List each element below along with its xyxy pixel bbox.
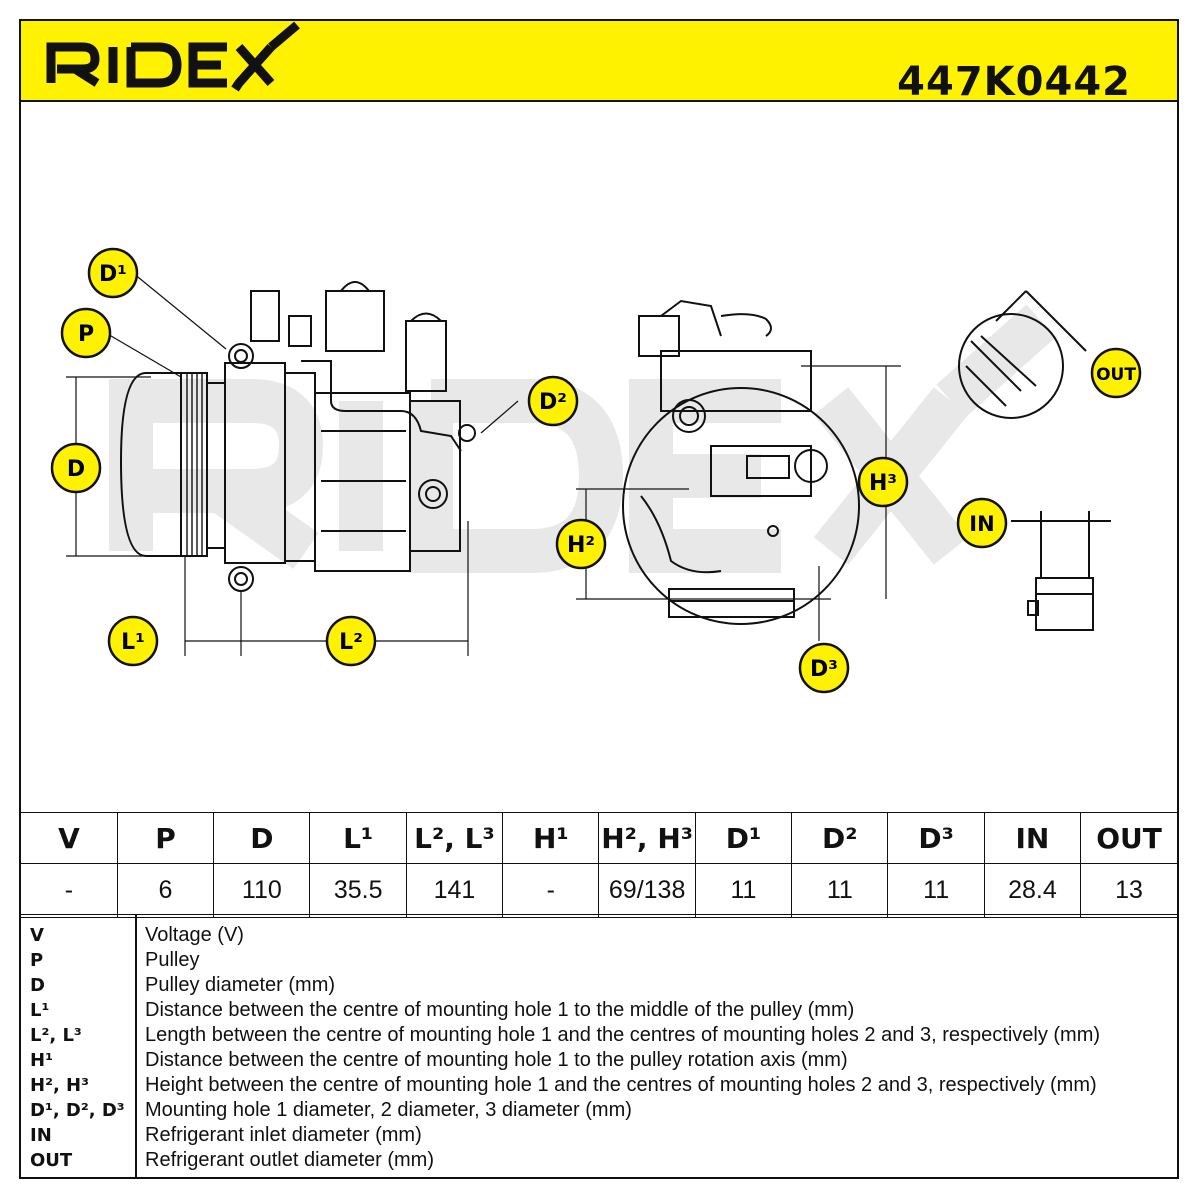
legend-text: Refrigerant outlet diameter (mm) bbox=[145, 1149, 434, 1171]
badge-h3: H³ bbox=[857, 456, 909, 508]
legend-text: Pulley bbox=[145, 949, 200, 971]
badge-h2: H² bbox=[555, 518, 607, 570]
part-number: 447K0442 bbox=[897, 59, 1131, 105]
outlet-detail bbox=[958, 290, 1087, 419]
spec-value: 141 bbox=[405, 863, 504, 918]
spec-value: 11 bbox=[887, 863, 985, 918]
compressor-drawing: D¹ P D L¹ L² D² H² H³ D³ OUT IN bbox=[50, 247, 1142, 694]
legend-text: Voltage (V) bbox=[145, 924, 244, 946]
legend: V Voltage (V) P Pulley D Pulley diameter… bbox=[21, 914, 1177, 1178]
badge-in: IN bbox=[956, 497, 1008, 549]
legend-text: Distance between the centre of mounting … bbox=[145, 999, 855, 1021]
legend-text: Length between the centre of mounting ho… bbox=[145, 1024, 1101, 1046]
spec-table: V P D L¹ L², L³ H¹ H², H³ D¹ D² D³ IN OU… bbox=[21, 812, 1177, 918]
spec-value: 11 bbox=[694, 863, 793, 918]
spec-header: V bbox=[21, 812, 118, 864]
spec-value: 6 bbox=[116, 863, 215, 918]
badge-d3: D³ bbox=[798, 642, 850, 694]
legend-text: Distance between the centre of mounting … bbox=[145, 1049, 848, 1071]
legend-text: Height between the centre of mounting ho… bbox=[145, 1074, 1097, 1096]
spec-header: D³ bbox=[887, 812, 985, 864]
badge-p-label: P bbox=[78, 322, 94, 347]
legend-text: Mounting hole 1 diameter, 2 diameter, 3 … bbox=[145, 1099, 632, 1121]
page-frame bbox=[19, 19, 1179, 1179]
badge-d: D bbox=[50, 442, 102, 494]
badge-d3-label: D³ bbox=[810, 657, 838, 682]
spec-value: 13 bbox=[1080, 863, 1177, 918]
spec-value: 69/138 bbox=[598, 863, 696, 918]
spec-value: 110 bbox=[213, 863, 311, 918]
badge-l1: L¹ bbox=[107, 615, 159, 667]
badge-p: P bbox=[60, 307, 112, 359]
badge-h2-label: H² bbox=[567, 533, 595, 558]
badge-in-label: IN bbox=[969, 512, 994, 536]
badge-l2-label: L² bbox=[339, 630, 363, 655]
spec-value: 11 bbox=[791, 863, 889, 918]
spec-header: D bbox=[213, 812, 311, 864]
compressor-rear-view bbox=[622, 299, 860, 625]
spec-value: 28.4 bbox=[983, 863, 1082, 918]
spec-header: OUT bbox=[1080, 812, 1177, 864]
spec-header-row: V P D L¹ L², L³ H¹ H², H³ D¹ D² D³ IN OU… bbox=[21, 812, 1177, 864]
legend-key: L², L³ bbox=[30, 1025, 82, 1046]
ridex-logo bbox=[46, 21, 300, 92]
badge-l2: L² bbox=[325, 615, 377, 667]
legend-text: Refrigerant inlet diameter (mm) bbox=[145, 1124, 422, 1146]
legend-key: L¹ bbox=[30, 1000, 50, 1021]
legend-key: V bbox=[30, 925, 44, 946]
legend-key: D¹, D², D³ bbox=[30, 1100, 125, 1121]
spec-header: D¹ bbox=[694, 812, 793, 864]
inlet-detail bbox=[1011, 511, 1111, 631]
legend-key: OUT bbox=[30, 1150, 73, 1171]
legend-key: D bbox=[30, 975, 45, 996]
legend-key: H², H³ bbox=[30, 1075, 90, 1096]
spec-header: P bbox=[116, 812, 215, 864]
badge-out-label: OUT bbox=[1096, 365, 1136, 385]
badge-d2: D² bbox=[527, 375, 579, 427]
badge-d-label: D bbox=[67, 457, 85, 482]
spec-value: 35.5 bbox=[309, 863, 407, 918]
spec-header: L², L³ bbox=[405, 812, 504, 864]
badge-d1-label: D¹ bbox=[99, 262, 127, 287]
spec-header: H¹ bbox=[502, 812, 600, 864]
leader-lines bbox=[105, 272, 1056, 522]
legend-text: Pulley diameter (mm) bbox=[145, 974, 336, 996]
compressor-side-view bbox=[119, 281, 476, 592]
spec-header: H², H³ bbox=[598, 812, 696, 864]
spec-header: L¹ bbox=[309, 812, 407, 864]
legend-key: P bbox=[30, 950, 44, 971]
badge-out: OUT bbox=[1090, 347, 1142, 399]
legend-key: IN bbox=[30, 1125, 52, 1146]
spec-value-row: - 6 110 35.5 141 - 69/138 11 11 11 28.4 … bbox=[21, 863, 1177, 918]
badge-l1-label: L¹ bbox=[121, 630, 145, 655]
spec-header: IN bbox=[983, 812, 1082, 864]
spec-header: D² bbox=[791, 812, 889, 864]
legend-divider bbox=[135, 915, 137, 1178]
badge-d2-label: D² bbox=[539, 390, 567, 415]
legend-key: H¹ bbox=[30, 1050, 53, 1071]
spec-value: - bbox=[502, 863, 600, 918]
badge-d1: D¹ bbox=[87, 247, 139, 299]
header-bar: 447K0442 bbox=[21, 21, 1177, 105]
spec-value: - bbox=[21, 863, 118, 918]
badge-h3-label: H³ bbox=[869, 471, 897, 496]
